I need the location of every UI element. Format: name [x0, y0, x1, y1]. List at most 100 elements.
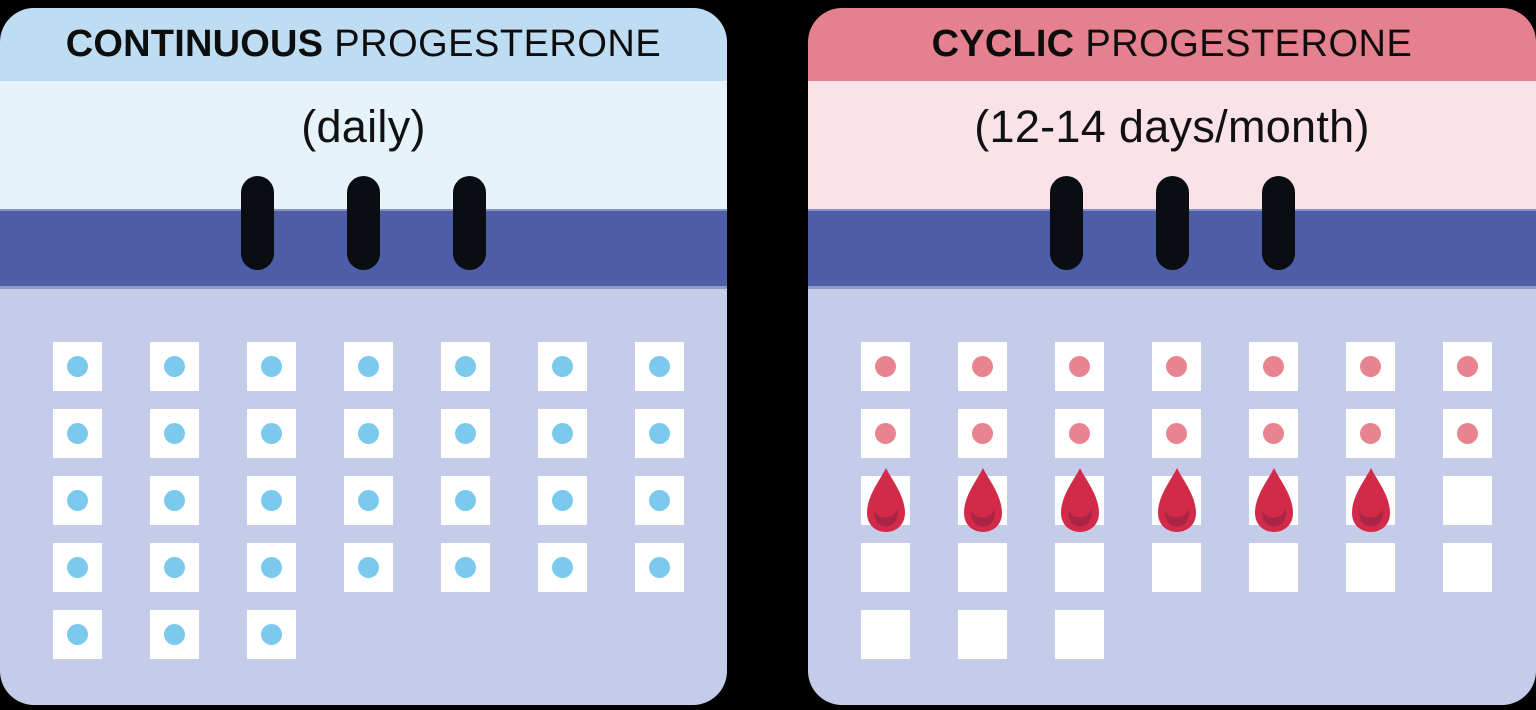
dose-dot-icon — [552, 356, 573, 377]
calendar-day-cell — [635, 409, 684, 458]
binder-ring-icon — [453, 176, 486, 270]
blood-drop-icon — [1157, 468, 1196, 532]
calendar-day-cell — [1249, 409, 1298, 458]
cyclic-card-title: CYCLIC PROGESTERONE — [932, 23, 1413, 66]
continuous-card-header: CONTINUOUS PROGESTERONE — [0, 8, 727, 81]
dose-dot-icon — [1166, 356, 1187, 377]
calendar-row — [53, 610, 684, 659]
calendar-day-cell — [1346, 342, 1395, 391]
calendar-day-cell — [53, 476, 102, 525]
dose-dot-icon — [1263, 423, 1284, 444]
calendar-row — [861, 610, 1492, 659]
calendar-day-cell — [247, 543, 296, 592]
calendar-day-cell — [344, 543, 393, 592]
dose-dot-icon — [67, 356, 88, 377]
dose-dot-icon — [164, 490, 185, 511]
calendar-day-cell — [1249, 342, 1298, 391]
calendar-row — [861, 342, 1492, 391]
binder-rings — [808, 176, 1536, 270]
calendar-day-cell — [1055, 409, 1104, 458]
dose-dot-icon — [261, 423, 282, 444]
calendar-day-cell — [1443, 409, 1492, 458]
calendar-day-cell — [1249, 543, 1298, 592]
calendar-body — [0, 289, 727, 705]
calendar-day-cell — [247, 409, 296, 458]
calendar-day-cell — [861, 342, 910, 391]
continuous-card-title: CONTINUOUS PROGESTERONE — [66, 23, 661, 66]
dose-dot-icon — [261, 356, 282, 377]
dose-dot-icon — [164, 624, 185, 645]
binder-ring-icon — [241, 176, 274, 270]
blood-drop-icon — [1254, 468, 1293, 532]
calendar-day-cell — [958, 342, 1007, 391]
dose-dot-icon — [649, 490, 670, 511]
calendar-day-cell — [247, 610, 296, 659]
dose-dot-icon — [358, 557, 379, 578]
calendar-day-cell — [150, 543, 199, 592]
calendar-day-cell — [538, 342, 587, 391]
calendar-day-cell — [441, 543, 490, 592]
calendar-day-cell — [635, 543, 684, 592]
calendar-day-cell — [1152, 543, 1201, 592]
calendar-day-cell — [1346, 543, 1395, 592]
cyclic-card-header: CYCLIC PROGESTERONE — [808, 8, 1536, 81]
title-emphasis: CYCLIC — [931, 23, 1075, 65]
dose-dot-icon — [455, 490, 476, 511]
calendar-day-cell — [441, 342, 490, 391]
dose-dot-icon — [358, 356, 379, 377]
cyclic-card-subheader: (12-14 days/month) — [808, 81, 1536, 209]
dose-dot-icon — [261, 490, 282, 511]
calendar-day-cell — [1152, 409, 1201, 458]
dose-dot-icon — [358, 423, 379, 444]
calendar-row — [861, 543, 1492, 592]
calendar-day-cell — [1443, 476, 1492, 525]
calendar-day-cell — [1055, 468, 1104, 532]
calendar-row — [53, 543, 684, 592]
dose-dot-icon — [1457, 356, 1478, 377]
dose-dot-icon — [164, 356, 185, 377]
dose-dot-icon — [261, 624, 282, 645]
calendar-day-cell — [958, 610, 1007, 659]
binder-ring-icon — [1261, 176, 1295, 270]
calendar-day-cell — [150, 342, 199, 391]
calendar-day-cell — [1055, 342, 1104, 391]
dose-dot-icon — [1069, 356, 1090, 377]
blood-drop-icon — [1351, 468, 1390, 532]
calendar-day-cell — [1249, 468, 1298, 532]
dose-dot-icon — [552, 557, 573, 578]
dose-dot-icon — [649, 356, 670, 377]
calendar-row — [53, 342, 684, 391]
calendar-row — [53, 476, 684, 525]
calendar-row — [861, 468, 1492, 532]
continuous-progesterone-card: CONTINUOUS PROGESTERONE (daily) — [0, 8, 727, 705]
dose-dot-icon — [972, 423, 993, 444]
dose-dot-icon — [164, 557, 185, 578]
dose-dot-icon — [875, 423, 896, 444]
binder-ring-icon — [1049, 176, 1083, 270]
dose-dot-icon — [164, 423, 185, 444]
calendar-day-cell — [247, 342, 296, 391]
dose-dot-icon — [67, 624, 88, 645]
cyclic-progesterone-card: CYCLIC PROGESTERONE (12-14 days/month) — [808, 8, 1536, 705]
calendar-row — [53, 409, 684, 458]
calendar-day-cell — [344, 342, 393, 391]
binder-ring-icon — [347, 176, 380, 270]
calendar-day-cell — [1346, 468, 1395, 532]
dose-dot-icon — [1360, 356, 1381, 377]
binder-ring-icon — [1155, 176, 1189, 270]
dose-dot-icon — [552, 490, 573, 511]
calendar-day-cell — [1443, 342, 1492, 391]
dose-dot-icon — [875, 356, 896, 377]
dose-dot-icon — [1360, 423, 1381, 444]
dose-dot-icon — [649, 557, 670, 578]
calendar-day-cell — [958, 468, 1007, 532]
calendar-day-cell — [1152, 342, 1201, 391]
calendar-day-cell — [344, 409, 393, 458]
title-rest: PROGESTERONE — [1085, 23, 1413, 65]
dose-dot-icon — [552, 423, 573, 444]
calendar-day-cell — [635, 476, 684, 525]
calendar-day-cell — [53, 342, 102, 391]
calendar-day-cell — [1346, 409, 1395, 458]
dose-dot-icon — [972, 356, 993, 377]
continuous-card-subtitle: (daily) — [301, 101, 426, 152]
